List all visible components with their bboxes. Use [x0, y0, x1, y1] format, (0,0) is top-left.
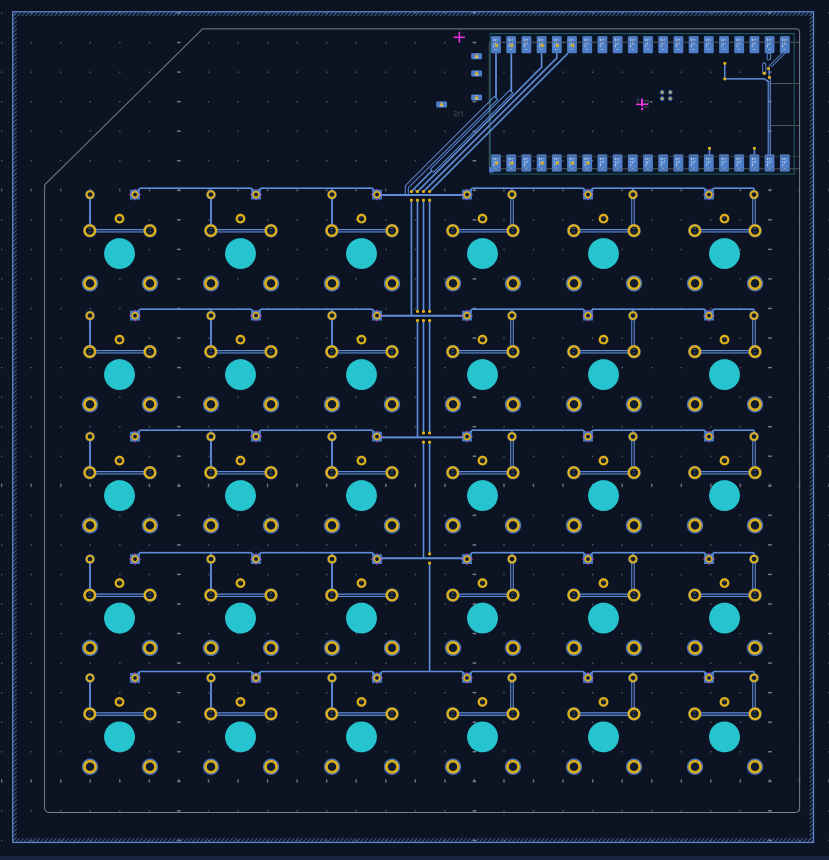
svg-text:U2: U2	[454, 110, 464, 119]
